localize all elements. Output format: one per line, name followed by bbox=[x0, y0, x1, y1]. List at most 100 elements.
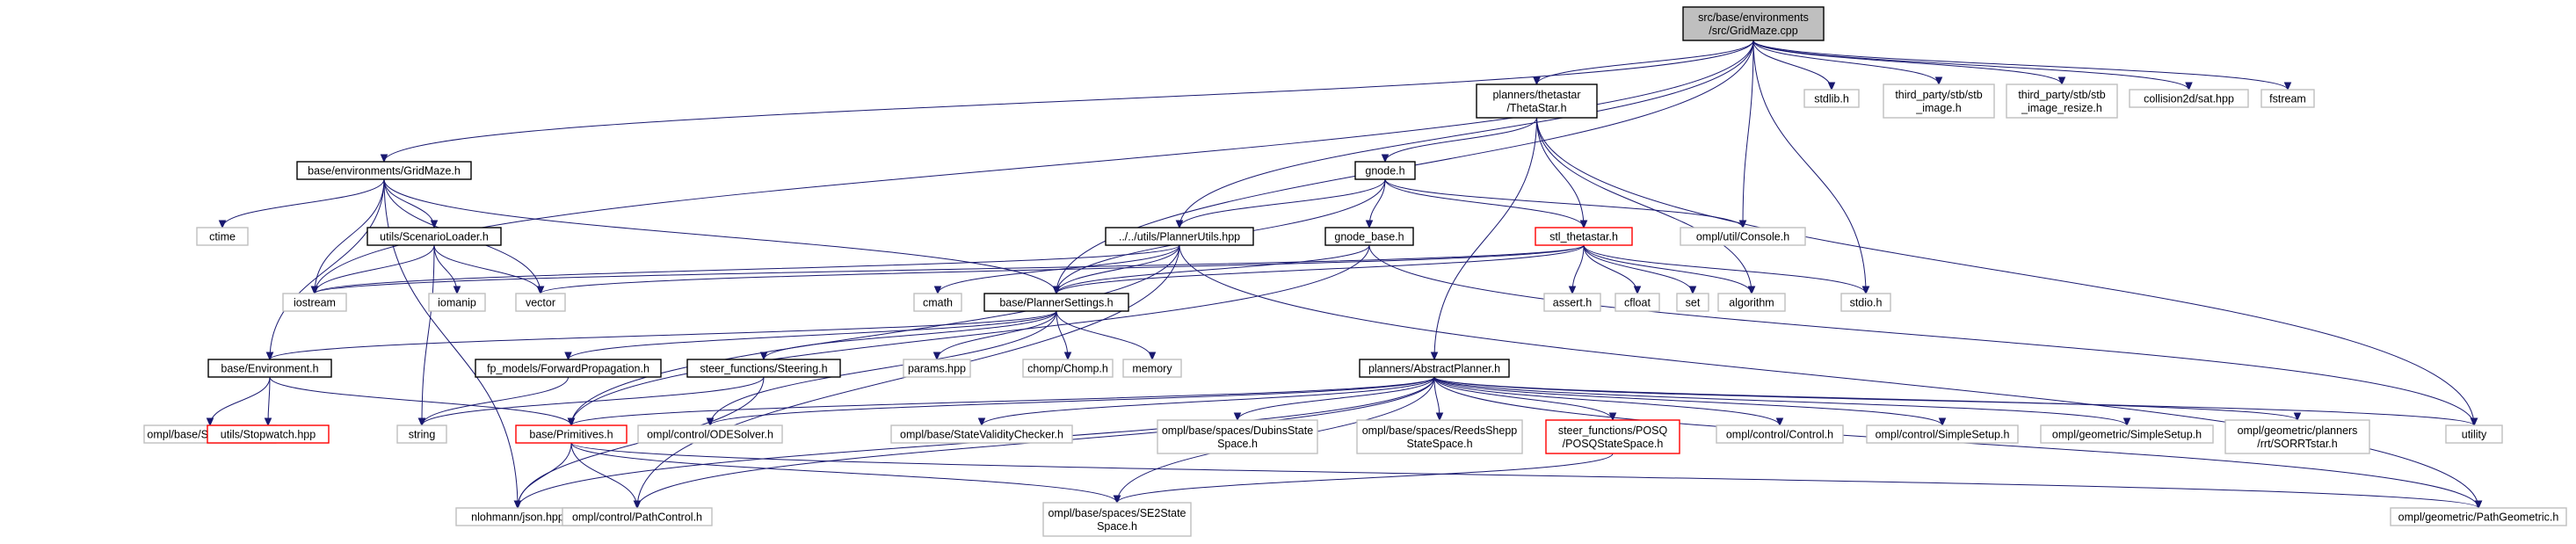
edge-primitives_h-to-pathgeometric_h bbox=[570, 442, 2483, 510]
node-label: ompl/base/spaces/DubinsState bbox=[1162, 424, 1313, 437]
edge-root-to-thetastar_h bbox=[1533, 40, 1754, 86]
edge-arrowhead bbox=[1633, 286, 1642, 295]
node-label: ompl/control/ODESolver.h bbox=[647, 429, 773, 441]
node-scenarioloader-h[interactable]: utils/ScenarioLoader.h bbox=[366, 227, 502, 246]
node-label: base/PlannerSettings.h bbox=[999, 297, 1113, 309]
edge-line bbox=[763, 310, 1057, 360]
node-label: third_party/stb/stb bbox=[1895, 89, 1982, 101]
node-label: stdio.h bbox=[1850, 297, 1883, 309]
node-gnode-h[interactable]: gnode.h bbox=[1354, 161, 1416, 180]
edge-environment_h-to-stopwatch_hpp bbox=[264, 376, 272, 427]
node-label: chomp/Chomp.h bbox=[1027, 363, 1108, 375]
node-params-hpp: params.hpp bbox=[903, 359, 971, 378]
node-label: _image_resize.h bbox=[2021, 102, 2102, 114]
node-label: StateSpace.h bbox=[1406, 438, 1472, 450]
edge-line bbox=[1742, 40, 1754, 228]
node-forwardpropagation-h[interactable]: fp_models/ForwardPropagation.h bbox=[475, 359, 662, 378]
edge-line bbox=[314, 178, 385, 294]
node-plannersettings-h[interactable]: base/PlannerSettings.h bbox=[983, 293, 1129, 312]
node-label: Space.h bbox=[1217, 438, 1258, 450]
edge-arrowhead bbox=[1568, 286, 1577, 295]
edge-arrowhead bbox=[1113, 495, 1121, 504]
edge-stl_thetastar_h-to-algorithm bbox=[1583, 244, 1756, 295]
edge-line bbox=[570, 244, 1370, 426]
node-box bbox=[1883, 83, 1995, 119]
node-label: set bbox=[1686, 297, 1701, 309]
node-abstractplanner-h[interactable]: planners/AbstractPlanner.h bbox=[1359, 359, 1510, 378]
node-thetastar-h[interactable]: planners/thetastar/ThetaStar.h bbox=[1476, 83, 1598, 119]
node-gnode-base-h[interactable]: gnode_base.h bbox=[1324, 227, 1414, 246]
edge-line bbox=[1536, 117, 1752, 294]
node-label: algorithm bbox=[1729, 297, 1774, 309]
node-label: params.hpp bbox=[908, 363, 966, 375]
edge-abstractplanner_h-to-posq_h bbox=[1433, 376, 1617, 422]
node-steering-h[interactable]: steer_functions/Steering.h bbox=[686, 359, 841, 378]
edge-line bbox=[383, 40, 1754, 163]
node-cfloat: cfloat bbox=[1615, 293, 1660, 312]
edge-arrowhead bbox=[310, 286, 319, 295]
node-label: cfloat bbox=[1624, 297, 1651, 309]
node-primitives-h[interactable]: base/Primitives.h bbox=[515, 424, 628, 444]
edge-line bbox=[1752, 40, 2289, 91]
node-box bbox=[1535, 227, 1633, 246]
edge-gnode_h-to-plannerutils_hpp bbox=[1175, 178, 1386, 229]
edge-line bbox=[1583, 244, 1694, 294]
node-box bbox=[686, 359, 841, 378]
node-box bbox=[366, 227, 502, 246]
node-label: iostream bbox=[294, 297, 336, 309]
node-label: steer_functions/Steering.h bbox=[700, 363, 827, 375]
edge-line bbox=[568, 310, 1057, 360]
edge-line bbox=[517, 442, 572, 509]
node-box bbox=[903, 359, 971, 378]
node-gridmaze-h[interactable]: base/environments/GridMaze.h bbox=[296, 161, 472, 180]
node-box bbox=[983, 293, 1129, 312]
edge-gridmaze_h-to-ctime bbox=[218, 178, 385, 229]
edge-line bbox=[221, 178, 385, 228]
node-box bbox=[1803, 89, 1860, 108]
node-plannerutils-hpp[interactable]: ../../utils/PlannerUtils.hpp bbox=[1105, 227, 1254, 246]
node-box bbox=[428, 293, 486, 312]
edge-line bbox=[1179, 244, 2479, 509]
node-box bbox=[1615, 293, 1660, 312]
node-label: vector bbox=[526, 297, 555, 309]
edge-arrowhead bbox=[380, 154, 388, 163]
node-label: ompl/base/spaces/SE2State bbox=[1048, 507, 1186, 519]
node-stdlib-h: stdlib.h bbox=[1803, 89, 1860, 108]
node-control-simplesetup-h: ompl/control/SimpleSetup.h bbox=[1866, 424, 2019, 444]
node-label: third_party/stb/stb bbox=[2018, 89, 2105, 101]
node-label: ompl/geometric/PathGeometric.h bbox=[2398, 511, 2559, 524]
edge-arrowhead bbox=[1827, 82, 1836, 91]
edge-arrowhead bbox=[2470, 417, 2478, 427]
edge-line bbox=[936, 310, 1057, 360]
node-label: ompl/control/SimpleSetup.h bbox=[1876, 429, 2010, 441]
edge-line bbox=[540, 244, 1585, 294]
edge-arrowhead bbox=[265, 352, 274, 361]
edge-arrowhead bbox=[2283, 82, 2292, 91]
node-ctime: ctime bbox=[196, 227, 249, 246]
node-environment-h[interactable]: base/Environment.h bbox=[207, 359, 332, 378]
node-pathcontrol-h: ompl/control/PathControl.h bbox=[562, 507, 713, 526]
node-root[interactable]: src/base/environments/src/GridMaze.cpp bbox=[1682, 6, 1825, 41]
node-stopwatch-hpp[interactable]: utils/Stopwatch.hpp bbox=[207, 424, 330, 444]
node-label: steer_functions/POSQ bbox=[1558, 424, 1668, 437]
node-box bbox=[207, 359, 332, 378]
node-fstream: fstream bbox=[2260, 89, 2315, 108]
edge-line bbox=[1116, 453, 1614, 504]
node-box bbox=[1105, 227, 1254, 246]
edge-steering_h-to-string bbox=[417, 376, 765, 427]
node-box bbox=[1324, 227, 1414, 246]
node-posq-h[interactable]: steer_functions/POSQ/POSQStateSpace.h bbox=[1545, 419, 1680, 454]
edge-line bbox=[314, 244, 435, 294]
edge-root-to-fstream bbox=[1752, 40, 2292, 91]
node-box bbox=[1122, 359, 1182, 378]
edge-arrowhead bbox=[1608, 412, 1617, 422]
edge-line bbox=[1433, 376, 1614, 421]
node-geometric-simplesetup-h: ompl/geometric/SimpleSetup.h bbox=[2040, 424, 2214, 444]
node-label: ctime bbox=[209, 231, 236, 243]
node-stl-thetastar-h[interactable]: stl_thetastar.h bbox=[1535, 227, 1633, 246]
edge-arrowhead bbox=[1738, 220, 1747, 229]
edge-gnode_h-to-console_h bbox=[1384, 178, 1747, 229]
node-box bbox=[1359, 359, 1510, 378]
node-label: string bbox=[409, 429, 436, 441]
